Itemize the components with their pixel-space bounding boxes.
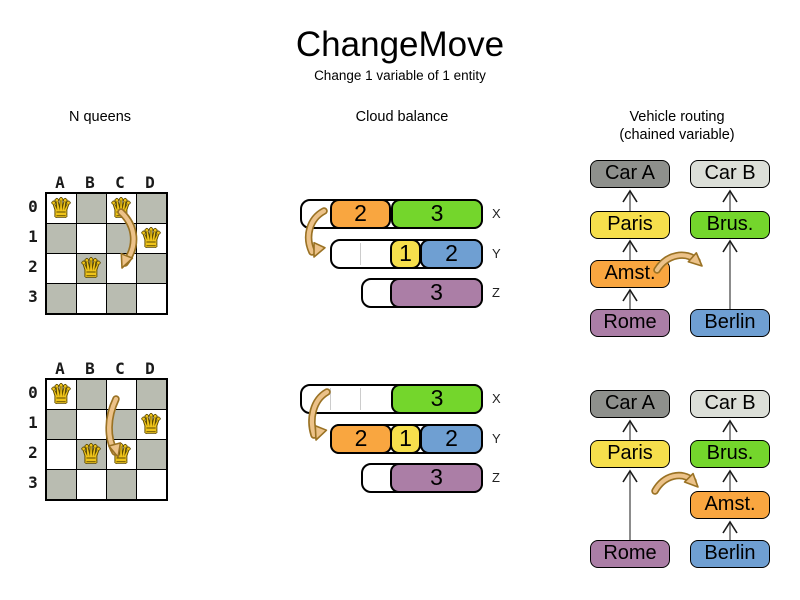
computer-row-y-after: 2 1 2: [330, 424, 483, 454]
computer-row-y-before: 1 2: [330, 239, 483, 269]
row-header: 0: [28, 383, 38, 402]
process-block: 2: [420, 424, 483, 454]
process-size: 2: [445, 240, 458, 266]
row-header: 2: [28, 257, 38, 276]
capacity-divider: [360, 388, 361, 410]
process-block: 1: [390, 239, 421, 269]
computer-label: Z: [492, 470, 500, 485]
vehicle-box-car-b: Car B: [690, 390, 770, 418]
queen-icon: ♛: [49, 379, 73, 409]
process-block: 3: [391, 199, 483, 229]
col-header: A: [55, 173, 65, 192]
col-header: B: [85, 173, 95, 192]
city-box-berlin: Berlin: [690, 309, 770, 337]
process-size: 1: [399, 425, 412, 451]
row-header: 3: [28, 473, 38, 492]
city-box-rome: Rome: [590, 540, 670, 568]
queen-icon: ♛: [79, 439, 103, 469]
city-box-brus: Brus.: [690, 440, 770, 468]
computer-row-z-after: 3: [361, 463, 483, 493]
col-header: B: [85, 359, 95, 378]
col-header: C: [115, 359, 125, 378]
section-title-vehicle-line1: Vehicle routing: [629, 109, 725, 125]
queen-icon: ♛: [139, 223, 163, 253]
row-header: 2: [28, 443, 38, 462]
city-box-brus: Brus.: [690, 211, 770, 239]
computer-label: Y: [492, 431, 501, 446]
process-block: 1: [390, 424, 421, 454]
queen-icon: ♛: [79, 253, 103, 283]
city-box-amst: Amst.: [590, 260, 670, 288]
city-box-amst: Amst.: [690, 491, 770, 519]
vehicle-box-car-a: Car A: [590, 160, 670, 188]
city-box-berlin: Berlin: [690, 540, 770, 568]
col-header: D: [145, 173, 155, 192]
section-title-cloud: Cloud balance: [355, 109, 449, 125]
computer-label: Y: [492, 246, 501, 261]
process-size: 3: [430, 464, 443, 490]
queen-icon: ♛: [49, 193, 73, 223]
section-title-vehicle-line2: (chained variable): [619, 127, 735, 143]
computer-row-x-before: 2 3: [300, 199, 483, 229]
section-title-nqueens: N queens: [68, 109, 132, 125]
process-block: 3: [390, 463, 483, 493]
process-block: 2: [330, 199, 391, 229]
chain-links-after: [622, 419, 738, 540]
computer-label: X: [492, 391, 501, 406]
vehicle-box-car-a: Car A: [590, 390, 670, 418]
process-size: 3: [430, 279, 443, 305]
move-arrow-vehicle-after: [651, 471, 699, 495]
col-header: D: [145, 359, 155, 378]
process-size: 2: [354, 200, 367, 226]
computer-row-x-after: 3: [300, 384, 483, 414]
process-size: 2: [354, 425, 368, 451]
page-subtitle: Change 1 variable of 1 entity: [314, 68, 486, 83]
process-size: 2: [445, 425, 458, 451]
col-header: C: [115, 173, 125, 192]
chess-board-after: ♛ ♛ ♛ ♛: [45, 378, 168, 501]
process-size: 3: [430, 200, 444, 226]
capacity-divider: [330, 388, 331, 410]
capacity-divider: [360, 243, 361, 265]
chess-board-before: ♛ ♛ ♛ ♛: [45, 192, 168, 315]
process-block: 3: [391, 384, 483, 414]
city-box-paris: Paris: [590, 440, 670, 468]
process-size: 1: [399, 240, 412, 266]
process-block: 2: [420, 239, 483, 269]
chain-links-before: [622, 189, 738, 309]
city-box-paris: Paris: [590, 211, 670, 239]
vehicle-box-car-b: Car B: [690, 160, 770, 188]
col-header: A: [55, 359, 65, 378]
row-header: 1: [28, 413, 38, 432]
queen-icon: ♛: [139, 409, 163, 439]
city-box-rome: Rome: [590, 309, 670, 337]
queen-icon: ♛: [109, 193, 133, 223]
process-block: 2: [330, 424, 392, 454]
queen-icon: ♛: [109, 439, 133, 469]
row-header: 0: [28, 197, 38, 216]
computer-label: Z: [492, 285, 500, 300]
page-title: ChangeMove: [295, 25, 505, 64]
process-size: 3: [430, 385, 444, 411]
process-block: 3: [390, 278, 483, 308]
row-header: 3: [28, 287, 38, 306]
computer-row-z-before: 3: [361, 278, 483, 308]
row-header: 1: [28, 227, 38, 246]
computer-label: X: [492, 206, 501, 221]
